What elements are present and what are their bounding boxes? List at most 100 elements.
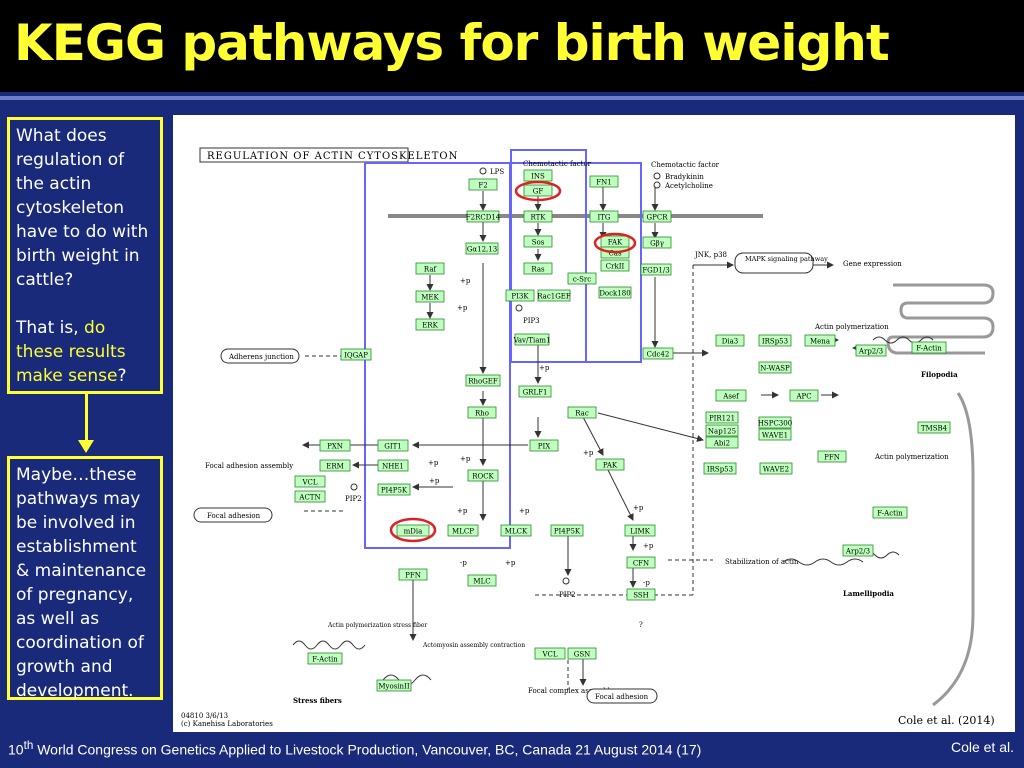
- gene-node-rac[interactable]: Rac: [568, 407, 596, 418]
- gene-node-ssh[interactable]: SSH: [627, 589, 655, 600]
- gene-node-label: ERK: [422, 322, 438, 330]
- gene-node-vav[interactable]: Vav/Tiam1: [512, 334, 550, 345]
- gene-node-label: PIX: [538, 443, 550, 451]
- gene-node-cfn[interactable]: CFN: [627, 557, 655, 568]
- pathway-svg: REGULATION OF ACTIN CYTOSKELETON: [173, 115, 1015, 732]
- gene-node-cdc42[interactable]: Cdc42: [643, 348, 673, 359]
- adherens-junction-box: Adherens junction: [228, 353, 294, 361]
- gene-node-git1[interactable]: GIT1: [378, 440, 408, 451]
- gene-node-label: Asef: [722, 393, 740, 401]
- label-actomyosin: Actomyosin assembly contraction: [422, 642, 525, 649]
- gene-node-raf[interactable]: Raf: [416, 263, 444, 274]
- gene-node-mlc[interactable]: MLC: [468, 575, 496, 586]
- gene-node-fak[interactable]: FAK: [601, 236, 629, 247]
- gene-node-pfnb[interactable]: PFN: [399, 569, 427, 580]
- gene-node-tmsb4[interactable]: TMSB4: [918, 422, 950, 433]
- gene-node-mdia[interactable]: mDia: [397, 525, 429, 536]
- gene-node-pfna[interactable]: PFN: [818, 451, 846, 462]
- gene-node-label: Rho: [475, 410, 489, 418]
- gene-node-ins[interactable]: INS: [524, 170, 552, 181]
- gene-node-crkii[interactable]: CrkII: [601, 260, 629, 271]
- gene-node-irsp53a[interactable]: IRSp53: [759, 335, 791, 346]
- gene-node-dock180[interactable]: Dock180: [599, 287, 631, 298]
- gene-node-pi3k[interactable]: PI3K: [506, 290, 534, 301]
- gene-node-f2[interactable]: F2: [469, 179, 497, 190]
- gene-node-hspc300[interactable]: HSPC300: [758, 417, 792, 428]
- gene-node-ras[interactable]: Ras: [524, 263, 552, 274]
- question-text: What does regulation of the actin cytosk…: [16, 126, 148, 290]
- bradykinin-marker: [654, 173, 660, 179]
- gene-node-label: FGD1/3: [642, 267, 669, 275]
- label-filopodia: Filopodia: [921, 370, 958, 379]
- gene-node-dia3[interactable]: Dia3: [716, 335, 744, 346]
- gene-node-mlck[interactable]: MLCK: [501, 525, 531, 536]
- gene-node-irsp53b[interactable]: IRSp53: [704, 463, 736, 474]
- gene-node-abi2[interactable]: Abi2: [706, 437, 738, 448]
- gene-node-nap125[interactable]: Nap125: [706, 425, 738, 436]
- gene-node-myosinii[interactable]: MyosinII: [377, 680, 411, 691]
- gene-node-vclb[interactable]: VCL: [535, 648, 565, 659]
- gene-node-rtk[interactable]: RTK: [524, 211, 552, 222]
- gene-node-pir121[interactable]: PIR121: [706, 412, 738, 423]
- gene-node-vcla[interactable]: VCL: [295, 476, 325, 487]
- gene-node-pix[interactable]: PIX: [530, 440, 558, 451]
- gene-node-factina[interactable]: F-Actin: [912, 342, 946, 353]
- gene-node-label: TMSB4: [921, 425, 948, 433]
- gene-node-pak[interactable]: PAK: [596, 459, 624, 470]
- gene-node-pi4p5ka[interactable]: PI4P5K: [378, 484, 410, 495]
- gene-node-nhe1[interactable]: NHE1: [378, 460, 408, 471]
- gene-node-ga12[interactable]: Gα12,13: [466, 243, 498, 254]
- gene-node-erk[interactable]: ERK: [416, 319, 444, 330]
- gene-node-arp23a[interactable]: Arp2/3: [856, 345, 886, 356]
- gene-node-grlf1[interactable]: GRLF1: [519, 386, 551, 397]
- gene-node-label: CFN: [633, 560, 649, 568]
- gene-node-asef[interactable]: Asef: [716, 390, 746, 401]
- label-p9: -p: [460, 559, 467, 567]
- gene-node-factinc[interactable]: F-Actin: [308, 653, 342, 664]
- gene-node-mek[interactable]: MEK: [416, 291, 444, 302]
- gene-node-label: APC: [795, 393, 811, 401]
- kegg-diagram: REGULATION OF ACTIN CYTOSKELETON: [173, 115, 1015, 732]
- gene-node-label: ERM: [326, 463, 344, 471]
- gene-node-pxn[interactable]: PXN: [320, 440, 350, 451]
- gene-node-csrc[interactable]: c-Src: [568, 273, 596, 284]
- gene-node-rock[interactable]: ROCK: [468, 470, 498, 481]
- gene-node-limk[interactable]: LIMK: [625, 525, 655, 536]
- gene-node-label: ITG: [597, 214, 610, 222]
- gene-node-mena[interactable]: Mena: [805, 335, 835, 346]
- gene-node-rac1gef[interactable]: Rac1GEF: [537, 290, 571, 301]
- gene-node-label: F-Actin: [312, 656, 338, 664]
- gene-node-mlcp[interactable]: MLCP: [448, 525, 478, 536]
- gene-node-rhogef[interactable]: RhoGEF: [466, 375, 500, 386]
- gene-node-actn[interactable]: ACTN: [295, 491, 325, 502]
- gene-node-itg[interactable]: ITG: [590, 211, 618, 222]
- gene-node-iqgap[interactable]: IQGAP: [341, 349, 371, 360]
- gene-node-gf[interactable]: GF: [524, 185, 552, 196]
- gene-node-wave1[interactable]: WAVE1: [759, 429, 791, 440]
- gene-node-pi4p5kb[interactable]: PI4P5K: [551, 525, 583, 536]
- gene-node-erm[interactable]: ERM: [320, 460, 350, 471]
- question-box: What does regulation of the actin cytosk…: [7, 117, 163, 394]
- gene-node-fgd1[interactable]: FGD1/3: [641, 264, 671, 275]
- gene-node-label: IRSp53: [762, 338, 788, 346]
- gene-node-rho[interactable]: Rho: [468, 407, 496, 418]
- footer-text: 10th World Congress on Genetics Applied …: [8, 739, 701, 758]
- gene-node-sos[interactable]: Sos: [524, 236, 552, 247]
- label-gene-expression: Gene expression: [843, 260, 902, 268]
- gene-node-nwasp[interactable]: N-WASP: [759, 362, 791, 373]
- diagram-header: REGULATION OF ACTIN CYTOSKELETON: [207, 151, 458, 162]
- gene-node-f2r[interactable]: F2RCD14: [466, 211, 501, 222]
- gene-node-label: MEK: [421, 294, 439, 302]
- gene-node-apc[interactable]: APC: [790, 390, 818, 401]
- gene-node-fn1[interactable]: FN1: [590, 176, 618, 187]
- lps-marker: [480, 168, 486, 174]
- gene-node-arp23b[interactable]: Arp2/3: [843, 545, 873, 556]
- gene-node-wave2[interactable]: WAVE2: [760, 463, 792, 474]
- gene-node-gbg[interactable]: Gβγ: [643, 237, 671, 248]
- gene-node-factinb[interactable]: F-Actin: [873, 507, 907, 518]
- gene-node-label: NHE1: [382, 463, 404, 471]
- gene-node-gsn[interactable]: GSN: [568, 648, 596, 659]
- label-p4: +p: [428, 459, 439, 467]
- gene-node-gpcr[interactable]: GPCR: [643, 211, 671, 222]
- label-question: ?: [639, 621, 643, 629]
